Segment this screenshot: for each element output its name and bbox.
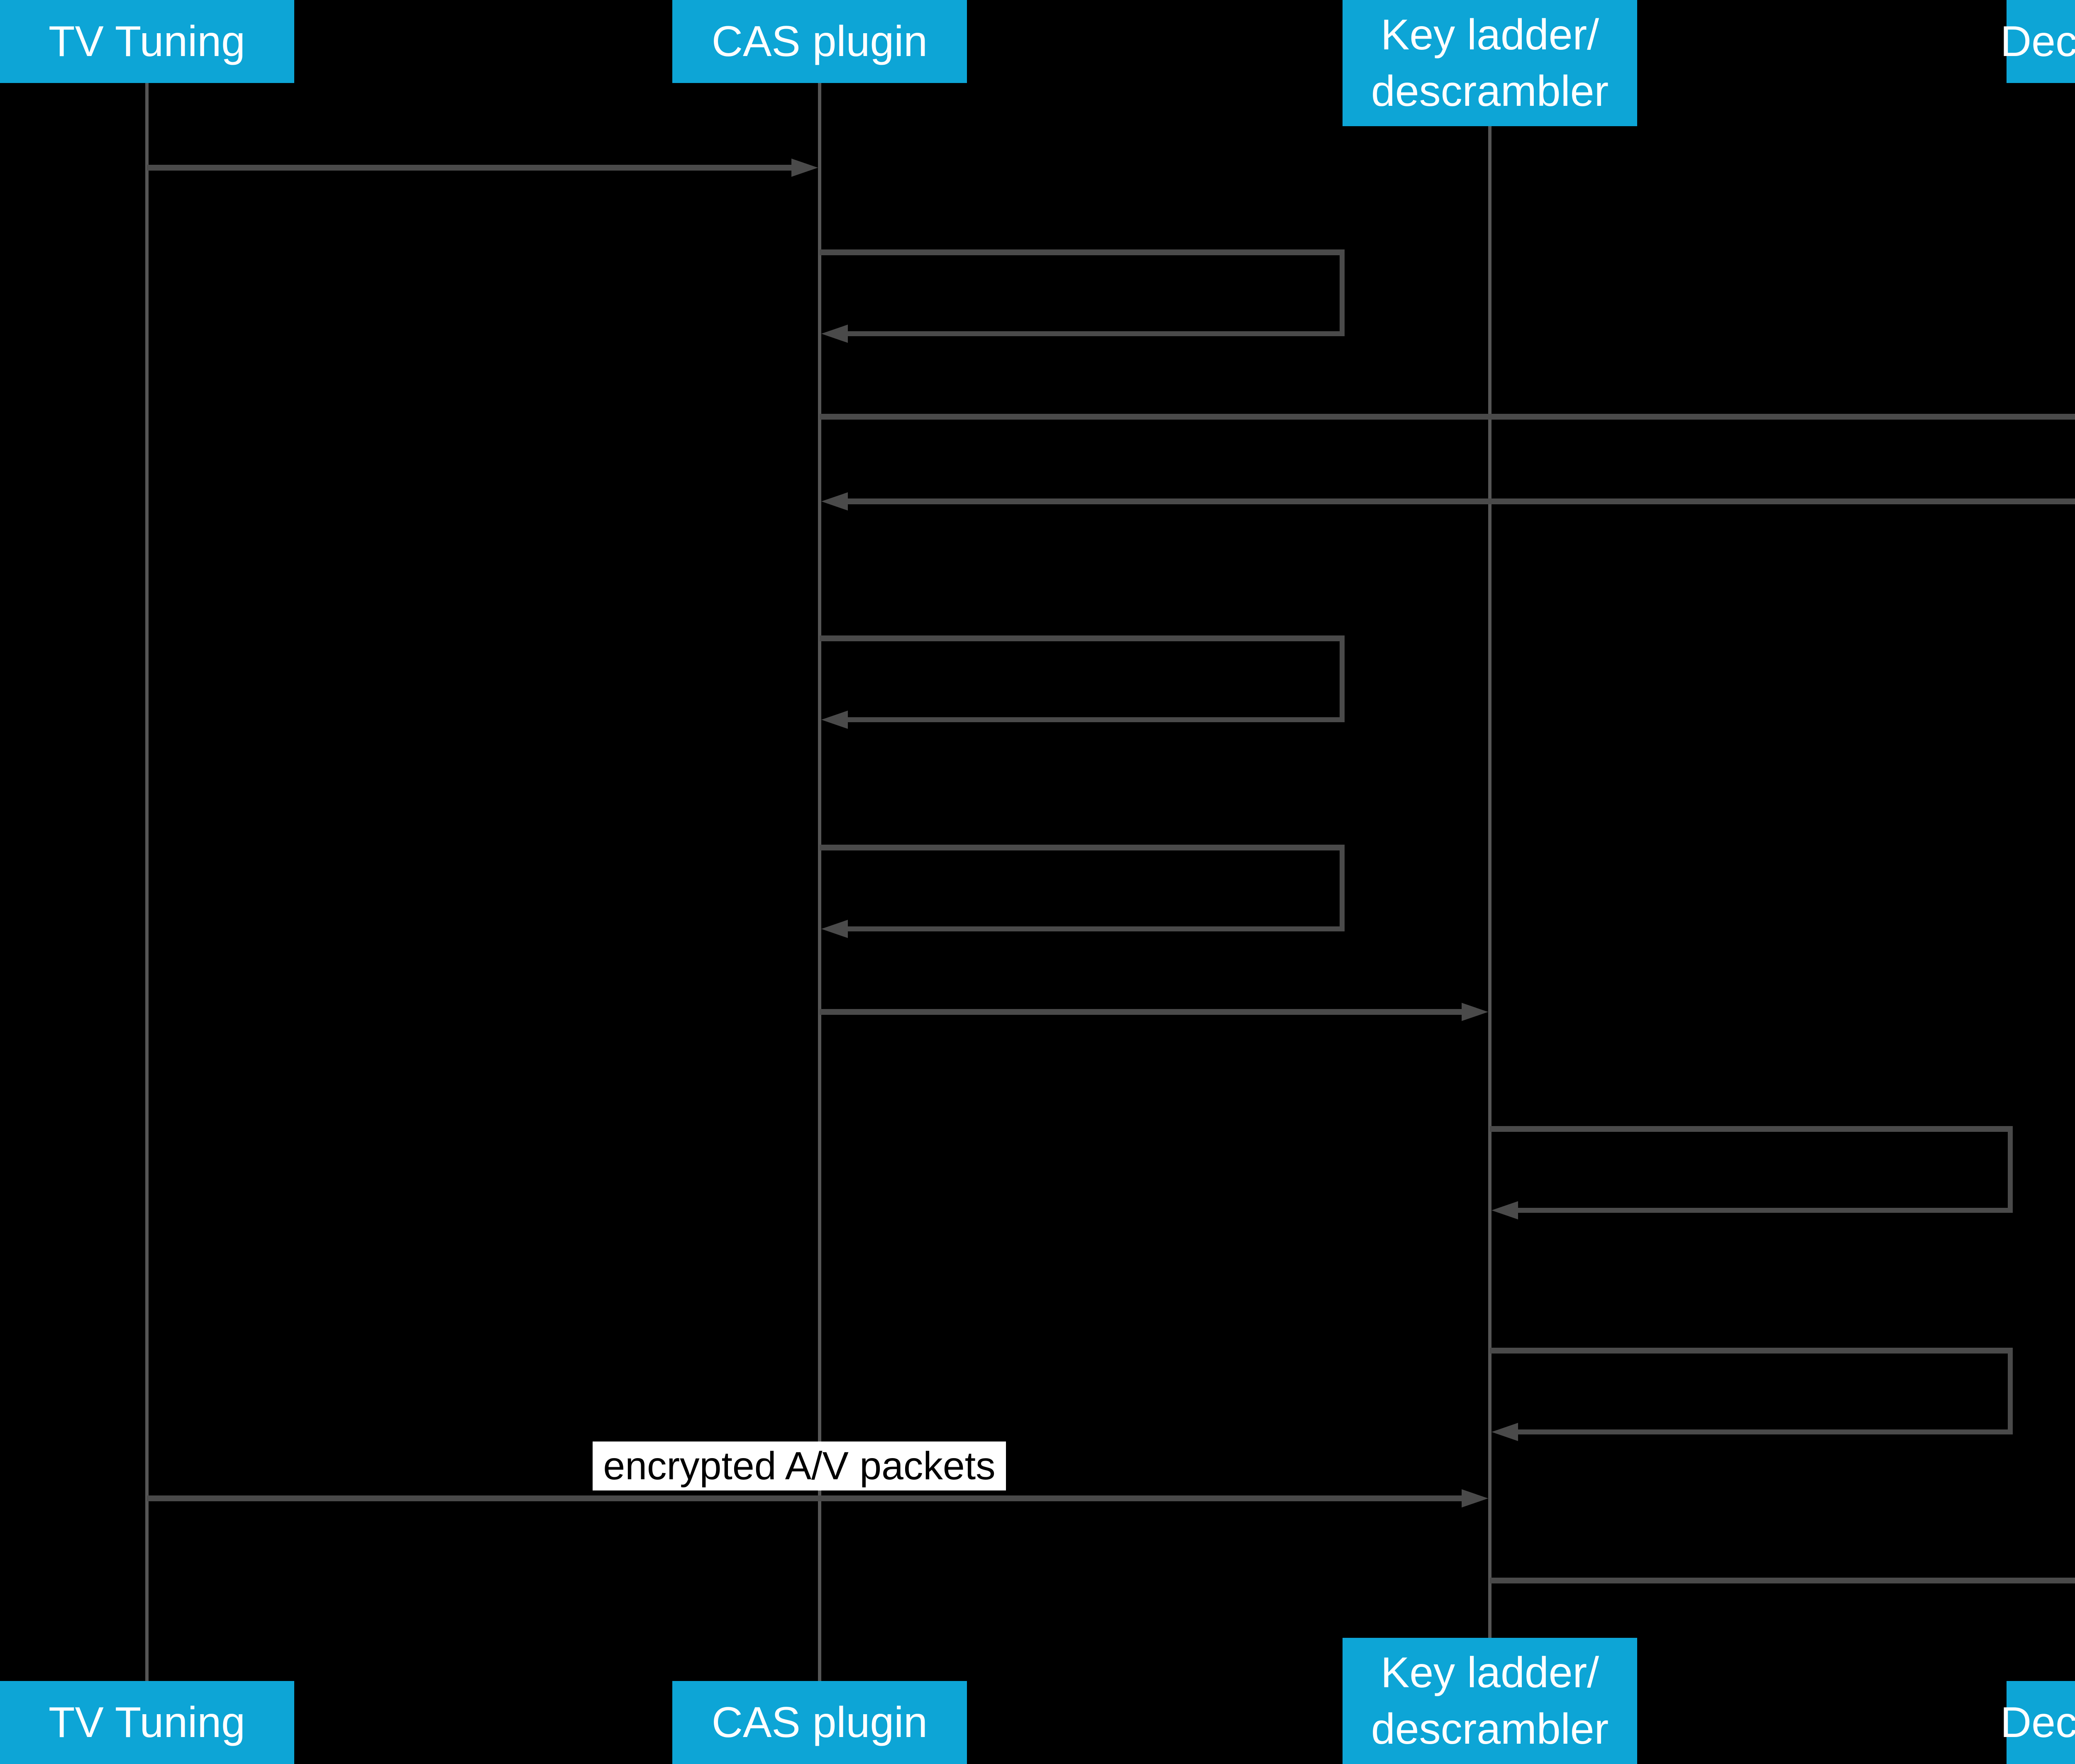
message-arrow-line xyxy=(147,165,797,171)
self-message-right-line xyxy=(2008,1351,2013,1432)
self-message-bottom-line xyxy=(842,926,1345,931)
actor-label: CAS plugin xyxy=(711,1698,928,1747)
message-arrowhead-right xyxy=(1462,1003,1488,1021)
self-message-top-line xyxy=(820,845,1345,850)
message-arrow-line xyxy=(820,414,2075,420)
actor-label: descrambler xyxy=(1371,67,1609,115)
self-message-top-line xyxy=(820,635,1345,641)
self-message-bottom-line xyxy=(842,717,1345,722)
self-message-right-line xyxy=(1340,848,1345,929)
message-label: encrypted A/V packets xyxy=(593,1441,1006,1490)
actor-box-bottom-tv-tuning: TV Tuning xyxy=(0,1681,294,1764)
actor-label: Key ladder/ xyxy=(1380,11,1599,59)
lifeline-key-ladder-descrambler xyxy=(1488,126,1492,1638)
self-message-top-line xyxy=(820,249,1345,255)
self-message-right-line xyxy=(1340,252,1345,334)
message-arrowhead-right xyxy=(791,159,818,177)
self-message-right-line xyxy=(1340,638,1345,720)
self-message-arrowhead-left xyxy=(821,325,848,343)
message-arrow-line xyxy=(1490,1578,2075,1583)
actor-label: CAS plugin xyxy=(711,17,928,66)
lifeline-tv-tuning xyxy=(145,83,149,1681)
message-arrowhead-left xyxy=(821,492,848,511)
actor-box-top-tv-tuning: TV Tuning xyxy=(0,0,294,83)
self-message-right-line xyxy=(2008,1129,2013,1210)
message-arrow-line xyxy=(820,1009,1467,1015)
self-message-arrowhead-left xyxy=(821,920,848,938)
actor-label: TV Tuning xyxy=(48,1698,246,1747)
actor-box-bottom-cas-plugin: CAS plugin xyxy=(672,1681,967,1764)
actor-box-top-decode-display: Decode, display xyxy=(2000,0,2075,83)
self-message-top-line xyxy=(1490,1126,2013,1132)
actor-label: descrambler xyxy=(1371,1705,1609,1753)
actor-label: TV Tuning xyxy=(48,17,246,66)
self-message-arrowhead-left xyxy=(1492,1423,1518,1441)
actor-box-bottom-key-ladder-descrambler: Key ladder/descrambler xyxy=(1343,1638,1637,1764)
self-message-bottom-line xyxy=(1512,1429,2013,1434)
self-message-bottom-line xyxy=(842,331,1345,336)
self-message-arrowhead-left xyxy=(1492,1201,1518,1219)
actor-box-bottom-decode-display: Decode, display xyxy=(2000,1681,2075,1764)
actor-label: Decode, display xyxy=(2000,1698,2075,1747)
actor-box-top-cas-plugin: CAS plugin xyxy=(672,0,967,83)
message-arrow-line xyxy=(842,498,2075,504)
self-message-arrowhead-left xyxy=(821,711,848,729)
actor-label: Key ladder/ xyxy=(1380,1649,1599,1697)
actor-label: Decode, display xyxy=(2000,17,2075,66)
message-arrowhead-right xyxy=(1462,1489,1488,1507)
message-arrow-line xyxy=(147,1495,1467,1501)
self-message-top-line xyxy=(1490,1348,2013,1354)
actor-box-top-key-ladder-descrambler: Key ladder/descrambler xyxy=(1343,0,1637,126)
self-message-bottom-line xyxy=(1512,1208,2013,1213)
lifeline-cas-plugin xyxy=(818,83,821,1681)
